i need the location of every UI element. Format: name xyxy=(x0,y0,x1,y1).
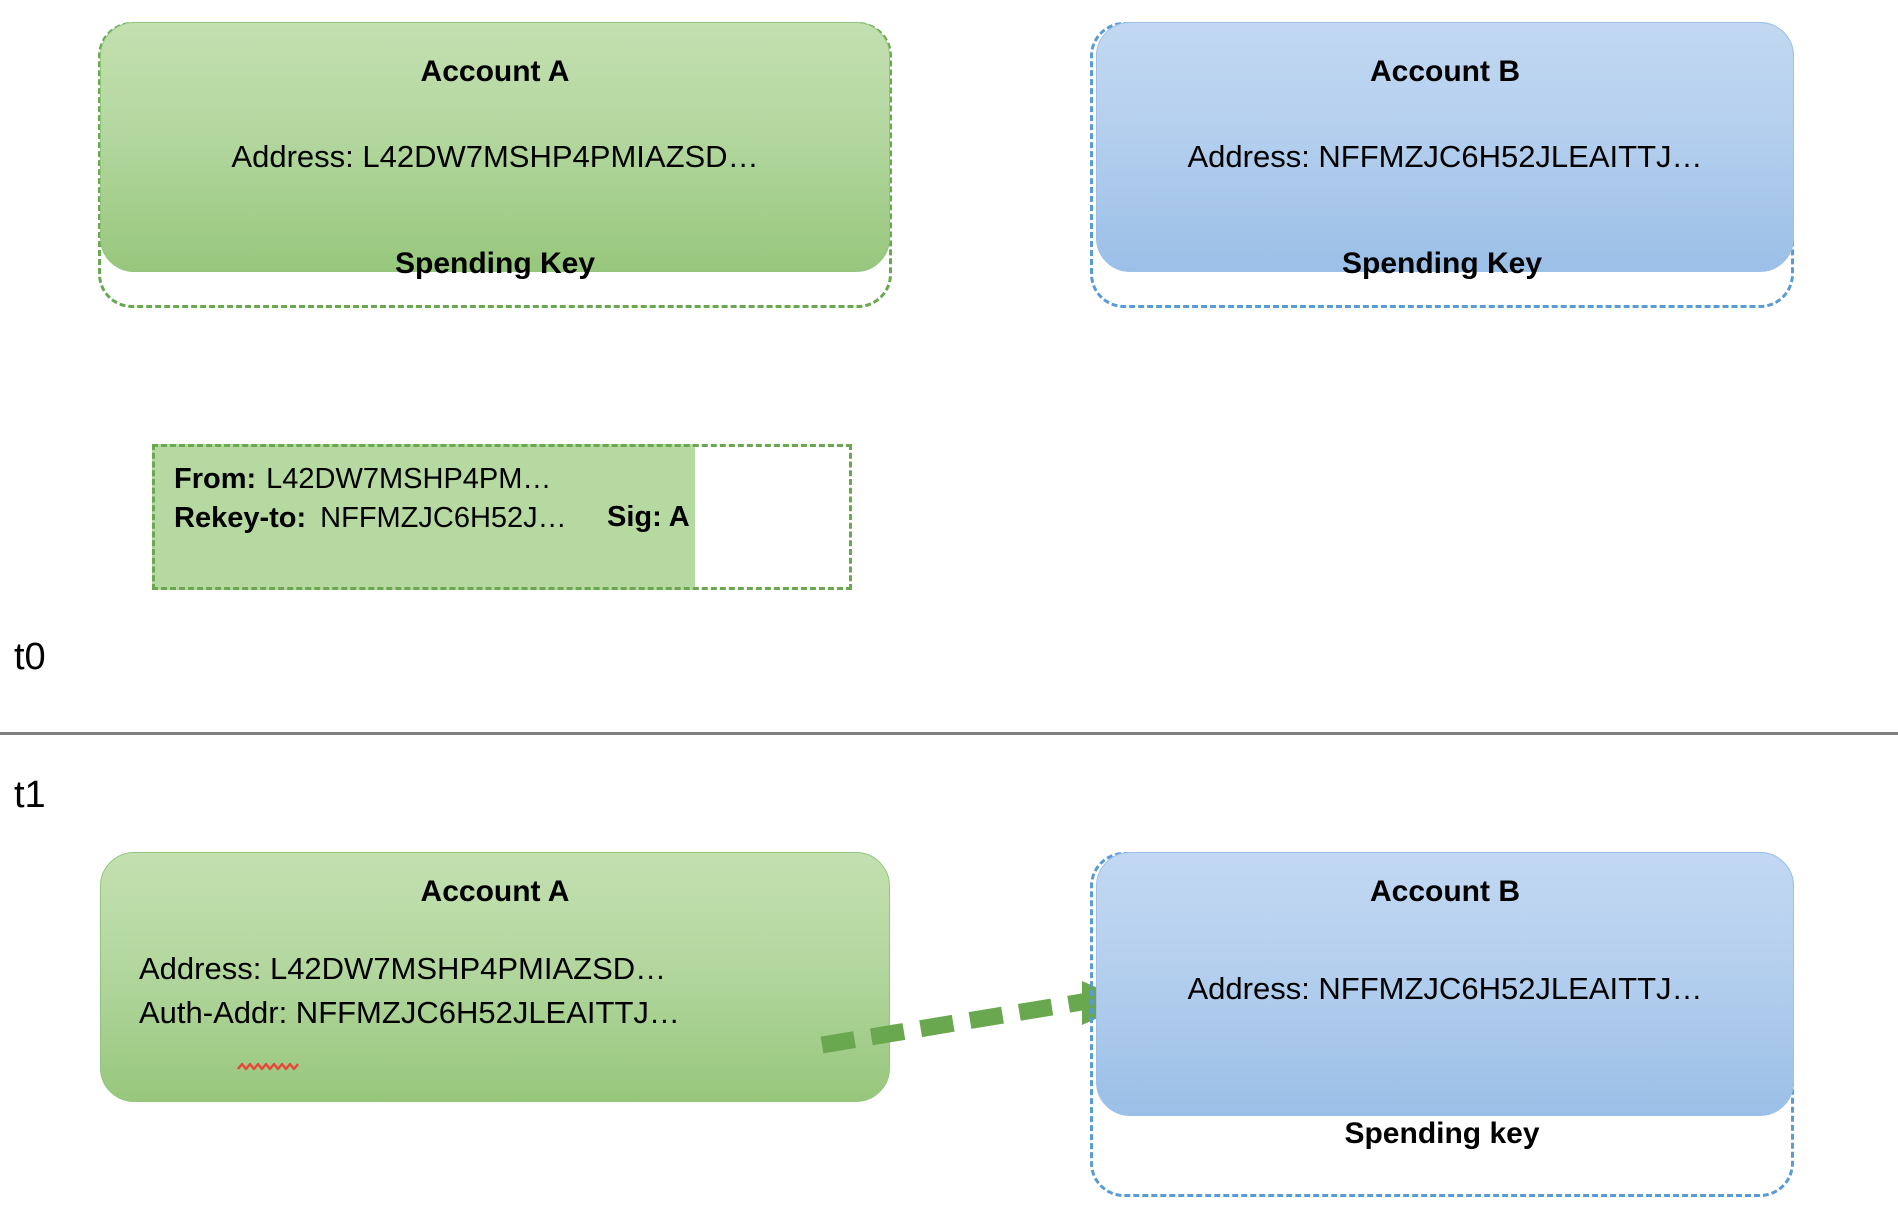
t0-account-a-title: Account A xyxy=(420,55,570,88)
timeline-divider xyxy=(0,732,1898,735)
transaction-rekey-to-key: Rekey-to: xyxy=(174,502,307,535)
t0-account-b-spending-key-label: Spending Key xyxy=(1341,247,1543,280)
t0-account-b-card[interactable]: Account B Address: NFFMZJC6H52JLEAITTJ… xyxy=(1096,22,1794,272)
transaction-signature: Sig: A xyxy=(607,501,690,533)
timeline-label-t0: t0 xyxy=(14,636,46,678)
transaction-rekey-to-value: NFFMZJC6H52J… xyxy=(320,502,567,535)
transaction-from-value: L42DW7MSHP4PM… xyxy=(266,463,552,495)
t0-account-b-address: Address: NFFMZJC6H52JLEAITTJ… xyxy=(1187,139,1703,174)
t1-account-a-title: Account A xyxy=(420,875,570,908)
t0-rekey-transaction[interactable]: From: L42DW7MSHP4PM… Rekey-to: NFFMZJC6H… xyxy=(152,444,852,590)
t0-account-b-title: Account B xyxy=(1370,55,1520,88)
transaction-rekey-row: Rekey-to: NFFMZJC6H52J… xyxy=(174,500,567,537)
transaction-from-row: From: L42DW7MSHP4PM… xyxy=(174,461,567,498)
t1-account-a-auth-addr: Auth-Addr: NFFMZJC6H52JLEAITTJ… xyxy=(139,994,680,1030)
t1-account-b-card[interactable]: Account B Address: NFFMZJC6H52JLEAITTJ… xyxy=(1096,852,1794,1116)
t1-account-b-address: Address: NFFMZJC6H52JLEAITTJ… xyxy=(1187,971,1703,1006)
transaction-body-fill xyxy=(152,444,695,590)
t1-account-b-spending-key-label: Spending key xyxy=(1344,1117,1540,1150)
transaction-outline xyxy=(152,444,852,590)
transaction-from-key: From: xyxy=(174,463,257,495)
t1-account-a-address: Address: L42DW7MSHP4PMIAZSD… xyxy=(139,951,667,986)
t1-account-b-title: Account B xyxy=(1370,875,1520,908)
t0-account-a-card[interactable]: Account A Address: L42DW7MSHP4PMIAZSD… xyxy=(100,22,890,272)
transaction-fields: From: L42DW7MSHP4PM… Rekey-to: NFFMZJC6H… xyxy=(174,461,567,537)
t0-account-a-address: Address: L42DW7MSHP4PMIAZSD… xyxy=(231,139,759,174)
t0-account-a-spending-key-label: Spending Key xyxy=(394,247,596,280)
t1-account-a-card[interactable]: Account A Address: L42DW7MSHP4PMIAZSD… A… xyxy=(100,852,890,1102)
timeline-label-t1: t1 xyxy=(14,774,46,816)
